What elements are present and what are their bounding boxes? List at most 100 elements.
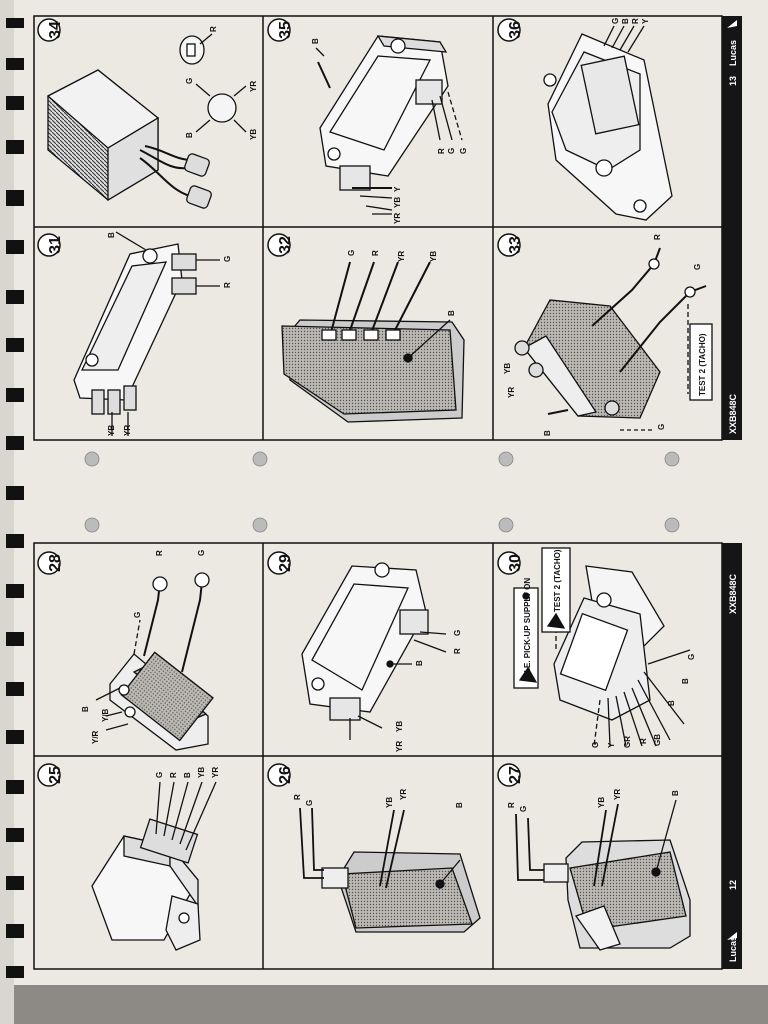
panel-27-wire-g: G (519, 806, 528, 812)
panel-28-wire-yr: Y/R (91, 730, 100, 744)
panel-27-badge: 27 (497, 763, 524, 787)
panel-33-wire-r: R (653, 234, 662, 240)
doc-code-top: XXB848C (728, 393, 738, 434)
panel-32-badge: 32 (267, 233, 294, 257)
doc-code-bottom: XXB848C (728, 573, 738, 614)
panel-31-wire-g: G (223, 256, 232, 262)
panel-33-wire-yb: YB (503, 363, 512, 374)
panel-27-wire-yb: YB (597, 797, 606, 808)
panel-30-diagram (513, 547, 691, 747)
panel-27-wire-yr: YR (613, 789, 622, 800)
panel-30-pickup-note: H.E. PICK-UP SUPPLY ON (523, 578, 532, 676)
panel-35-wire-b: B (311, 38, 320, 44)
panel-35-wire-y: Y (393, 186, 402, 192)
panel-28-wire-yb: Y/B (101, 708, 110, 722)
svg-text:27: 27 (507, 766, 524, 784)
panel-29-wire-g: G (453, 630, 462, 636)
panel-33-wire-b: B (543, 430, 552, 436)
panel-25-diagram (91, 781, 217, 951)
panel-36-wire-b: B (621, 18, 630, 24)
panel-27-wire-r: R (507, 802, 516, 808)
svg-text:25: 25 (47, 766, 64, 784)
panel-29-wire-yr: YR (395, 741, 404, 752)
panel-28-diagram (95, 572, 214, 751)
svg-text:26: 26 (277, 766, 294, 784)
panel-33-wire-yr: YR (507, 387, 516, 398)
bottom-page-band (722, 543, 742, 969)
panel-33-wire-g-2: G (657, 424, 666, 430)
panel-32-wire-yr: YR (397, 251, 406, 262)
panel-28-wire-r: R (155, 550, 164, 556)
panel-33-diagram (514, 247, 713, 431)
panel-33-wire-g: G (693, 264, 702, 270)
panel-34-badge: 34 (37, 18, 64, 42)
brand-label-top: Lucas (728, 40, 738, 66)
panel-31-wire-yb: YB (107, 425, 116, 436)
panel-26-badge: 26 (267, 763, 294, 787)
svg-text:35: 35 (277, 21, 294, 39)
svg-text:32: 32 (277, 236, 294, 254)
panel-32-wire-yb: YB (429, 251, 438, 262)
panel-35-wire-g-2: G (459, 148, 468, 154)
panel-34-wire-g: G (185, 78, 194, 84)
panel-36-wire-g: G (611, 18, 620, 24)
svg-text:33: 33 (507, 236, 524, 254)
panel-36-wire-r: R (631, 18, 640, 24)
page-number-top: 13 (728, 76, 738, 86)
svg-text:28: 28 (47, 554, 64, 572)
panel-35-diagram (315, 35, 463, 215)
panel-25-badge: 25 (37, 763, 64, 787)
panel-26-wire-b: B (455, 802, 464, 808)
panel-26-diagram (299, 807, 481, 933)
panel-30-badge: 30 (497, 551, 524, 575)
panel-29-diagram (301, 562, 447, 740)
panel-28-wire-g-2: G (133, 612, 142, 618)
panel-26-wire-yr: YR (399, 789, 408, 800)
panel-32-diagram (281, 261, 465, 423)
svg-text:30: 30 (507, 554, 524, 572)
panel-28-wire-b: B (81, 706, 90, 712)
panel-25-wire-r: R (169, 772, 178, 778)
svg-text:36: 36 (507, 21, 524, 39)
panel-26-wire-r: R (293, 794, 302, 800)
page-number-bottom: 12 (728, 880, 738, 890)
panel-33-test2-note: TEST 2 (TACHO) (698, 333, 707, 396)
panel-31-badge: 31 (37, 233, 64, 257)
panel-36-diagram (543, 25, 673, 221)
svg-text:31: 31 (47, 236, 64, 254)
panel-30-wire-y: Y (607, 742, 616, 748)
panel-32-wire-b: B (447, 310, 456, 316)
panel-36-wire-y: Y (641, 18, 650, 24)
panel-28-wire-g-1: G (197, 550, 206, 556)
panel-35-wire-yr: YR (393, 213, 402, 224)
panel-27-wire-b: B (671, 790, 680, 796)
spiral-binding (6, 18, 24, 978)
panel-34-wire-yb: YB (249, 129, 258, 140)
top-page-band (722, 16, 742, 440)
panel-26-wire-yb: YB (385, 797, 394, 808)
panel-29-wire-r: R (453, 648, 462, 654)
panel-25-wire-g: G (155, 772, 164, 778)
panel-30-wire-g-2: G (591, 742, 600, 748)
panel-25-wire-b: B (183, 772, 192, 778)
panel-30-wire-gb: GB (653, 734, 662, 746)
panel-35-wire-r: R (437, 148, 446, 154)
panel-31-diagram (73, 231, 220, 436)
panel-25-wire-yb: YB (197, 767, 206, 778)
brand-mark-bottom-icon (727, 932, 737, 940)
panel-29-badge: 29 (267, 551, 294, 575)
page-bottom-shadow (0, 985, 768, 1024)
panel-34-wire-yr: YR (249, 81, 258, 92)
brand-mark-top-icon (727, 20, 737, 28)
panel-32-wire-g: G (347, 250, 356, 256)
panel-25-wire-yr: YR (211, 767, 220, 778)
panel-33-badge: 33 (497, 233, 524, 257)
panel-34-wire-b: B (185, 132, 194, 138)
panel-30-wire-b-2: B (667, 700, 676, 706)
panel-36-badge: 36 (497, 18, 524, 42)
panel-30-wire-r: R (639, 738, 648, 744)
panel-31-wire-r: R (223, 282, 232, 288)
panel-28-badge: 28 (37, 551, 64, 575)
panel-30-test2-note: TEST 2 (TACHO) (553, 549, 562, 612)
